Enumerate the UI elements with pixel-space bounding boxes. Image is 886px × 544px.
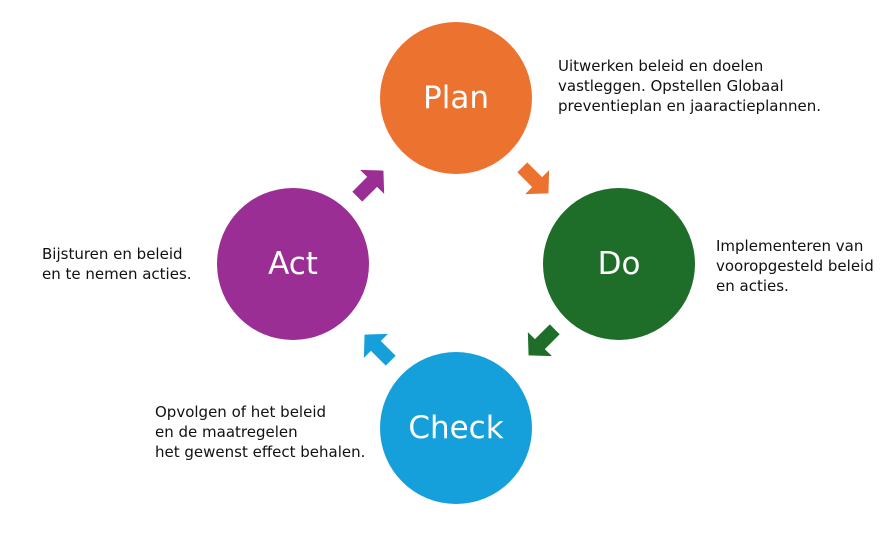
- arrow-up-right-icon: [352, 169, 385, 202]
- do-description: Implementeren van vooropgesteld beleid e…: [716, 237, 874, 295]
- act-circle: Act: [217, 188, 369, 340]
- do-label: Do: [597, 246, 641, 282]
- act-label: Act: [268, 246, 318, 282]
- check-description: Opvolgen of het beleid en de maatregelen…: [155, 403, 366, 461]
- arrow-down-left-icon: [527, 324, 560, 357]
- check-circle: Check: [380, 352, 532, 504]
- act-to-plan-arrow-shape: [352, 169, 385, 202]
- plan-description: Uitwerken beleid en doelen vastleggen. O…: [558, 57, 821, 115]
- check-label: Check: [408, 410, 504, 446]
- do-circle: Do: [543, 188, 695, 340]
- arrow-down-right-icon: [517, 162, 550, 195]
- check-to-act-arrow-shape: [363, 333, 396, 366]
- do-to-check-arrow-shape: [527, 324, 560, 357]
- plan-circle: Plan: [380, 22, 532, 174]
- act-description: Bijsturen en beleid en te nemen acties.: [42, 245, 192, 283]
- plan-label: Plan: [423, 80, 489, 116]
- arrow-up-left-icon: [363, 333, 396, 366]
- plan-to-do-arrow-shape: [517, 162, 550, 195]
